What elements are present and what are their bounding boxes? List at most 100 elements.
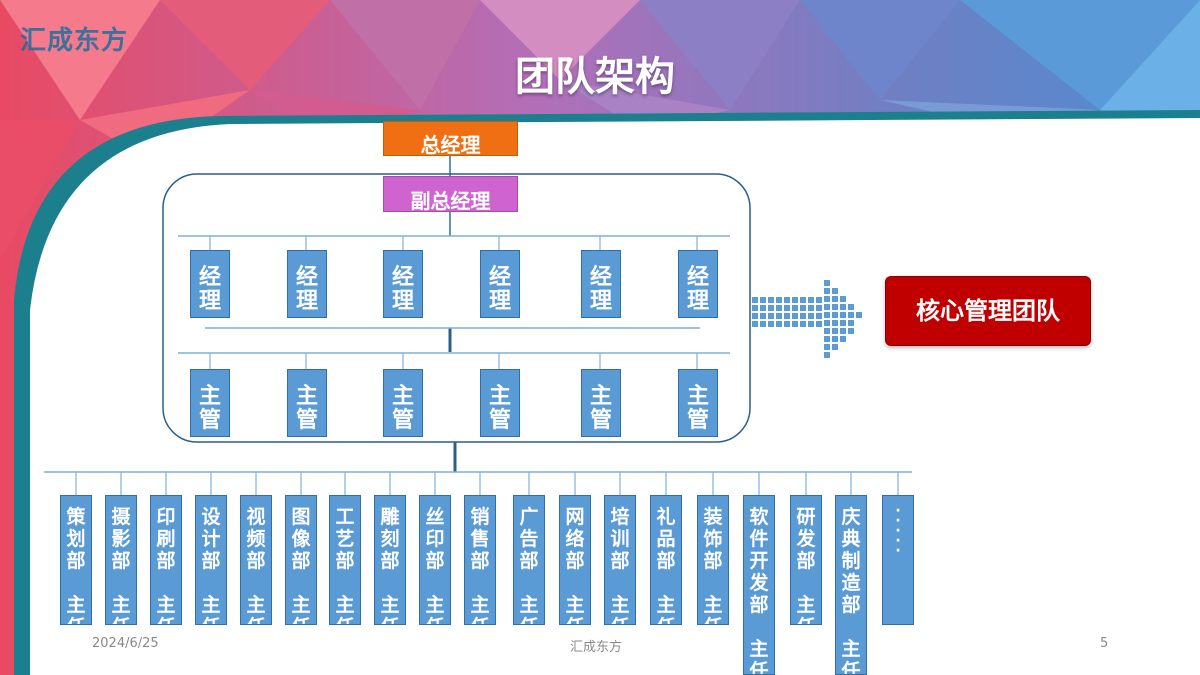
arrow-dot	[808, 313, 814, 319]
arrow-dot	[760, 305, 766, 311]
arrow-dot	[784, 305, 790, 311]
supervisor-box: 主管	[383, 369, 423, 437]
department-role: 主任	[610, 594, 630, 624]
arrow-dot	[752, 313, 758, 319]
supervisor-box: 主管	[190, 369, 230, 437]
department-box: 印刷部主任	[150, 495, 182, 625]
arrow-dot	[824, 336, 830, 342]
arrow-dot	[768, 321, 774, 327]
department-box: 雕刻部主任	[374, 495, 406, 625]
arrow-dot	[840, 304, 846, 310]
department-name: 雕刻部	[380, 506, 400, 572]
arrow-dot	[776, 297, 782, 303]
department-name: 庆典制造部	[841, 506, 861, 616]
arrow-dot	[824, 352, 830, 358]
arrow-dot	[808, 297, 814, 303]
department-role: 主任	[380, 594, 400, 624]
arrow-dot	[792, 321, 798, 327]
arrow-dot	[800, 297, 806, 303]
arrow-dot	[824, 328, 830, 334]
manager-box: 经理	[480, 250, 520, 318]
department-name: 摄影部	[111, 506, 131, 572]
arrow-dot	[800, 305, 806, 311]
department-box: 策划部主任	[60, 495, 92, 625]
department-box: 软件开发部主任	[743, 495, 775, 675]
department-box: 工艺部主任	[329, 495, 361, 625]
arrow-dot	[824, 296, 830, 302]
department-role: 主任	[841, 638, 861, 675]
department-name: 研发部	[796, 506, 816, 572]
department-name: 培训部	[610, 506, 630, 572]
arrow-dot	[760, 297, 766, 303]
arrow-dot	[848, 304, 854, 310]
department-name: 视频部	[246, 506, 266, 572]
department-name: 图像部	[291, 506, 311, 572]
arrow-dot	[776, 313, 782, 319]
vice-general-manager-box: 副总经理	[383, 176, 518, 212]
arrow-dot	[824, 304, 830, 310]
arrow-dot	[840, 312, 846, 318]
manager-box: 经理	[383, 250, 423, 318]
arrow-dot	[752, 297, 758, 303]
arrow-dot	[768, 305, 774, 311]
department-role: 主任	[519, 594, 539, 624]
department-role: 主任	[796, 594, 816, 624]
department-name: 销售部	[470, 506, 490, 572]
department-role: 主任	[749, 638, 769, 675]
general-manager-box: 总经理	[383, 121, 518, 156]
footer-company: 汇成东方	[570, 640, 623, 655]
footer-date: 2024/6/25	[92, 636, 159, 651]
department-box: 设计部主任	[195, 495, 227, 625]
department-role: 主任	[291, 594, 311, 624]
arrow-dot	[848, 320, 854, 326]
arrow-dot	[792, 297, 798, 303]
department-role: 主任	[246, 594, 266, 624]
department-box: 销售部主任	[464, 495, 496, 625]
department-role: 主任	[156, 594, 176, 624]
arrow-dot	[800, 313, 806, 319]
department-role: 主任	[111, 594, 131, 624]
department-name: 工艺部	[335, 506, 355, 572]
department-role: 主任	[335, 594, 355, 624]
department-role: 主任	[656, 594, 676, 624]
arrow-dot	[792, 305, 798, 311]
manager-box: 经理	[287, 250, 327, 318]
arrow-dot	[824, 312, 830, 318]
arrow-dot	[784, 321, 790, 327]
department-role: 主任	[565, 594, 585, 624]
arrow-dot	[808, 305, 814, 311]
department-name: 印刷部	[156, 506, 176, 572]
manager-box: 经理	[190, 250, 230, 318]
arrow-dot	[800, 321, 806, 327]
manager-box: 经理	[581, 250, 621, 318]
department-box: 图像部主任	[285, 495, 317, 625]
arrow-dot	[752, 305, 758, 311]
department-name: 广告部	[519, 506, 539, 572]
department-box: 摄影部主任	[105, 495, 137, 625]
department-box: 丝印部主任	[419, 495, 451, 625]
department-box: 视频部主任	[240, 495, 272, 625]
department-name: 策划部	[66, 506, 86, 572]
department-box: 培训部主任	[604, 495, 636, 625]
arrow-dot	[848, 312, 854, 318]
department-box: 装饰部主任	[697, 495, 729, 625]
arrow-dot	[848, 328, 854, 334]
page-title: 团队架构	[515, 54, 675, 100]
supervisor-box: 主管	[678, 369, 718, 437]
arrow-dot	[816, 297, 822, 303]
arrow-dot	[824, 320, 830, 326]
arrow-dot	[840, 296, 846, 302]
department-name: 礼品部	[656, 506, 676, 572]
arrow-dot	[808, 321, 814, 327]
arrow-dot	[832, 296, 838, 302]
department-name: ·····	[895, 503, 901, 559]
department-role: 主任	[201, 594, 221, 624]
department-name: 丝印部	[425, 506, 445, 572]
department-box: 庆典制造部主任	[835, 495, 867, 675]
arrow-dot	[816, 313, 822, 319]
company-logo: 汇成东方	[20, 26, 129, 56]
department-role: 主任	[470, 594, 490, 624]
department-name: 网络部	[565, 506, 585, 572]
arrow-dot	[832, 328, 838, 334]
arrow-dot	[840, 320, 846, 326]
